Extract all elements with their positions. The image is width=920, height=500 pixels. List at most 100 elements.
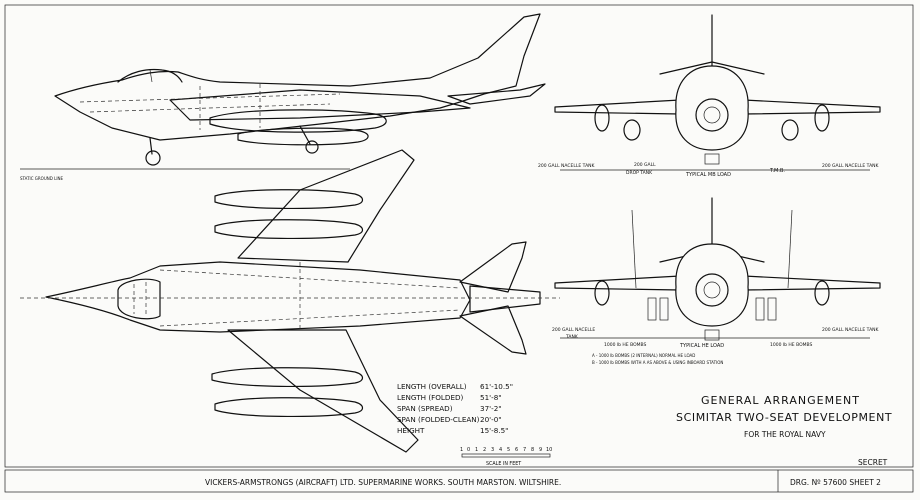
mb-nacelle-tank-right-label: 200 GALL NACELLE TANK — [822, 163, 880, 169]
mb-fuselage-nacelles — [675, 65, 749, 151]
dimension-label: SPAN (SPREAD) — [397, 404, 453, 413]
scale-tick: 10 — [546, 447, 552, 453]
mb-store — [704, 153, 720, 165]
canopy-frame — [149, 69, 153, 83]
he-store — [704, 329, 720, 341]
side-elevation-view: STATIC GROUND LINE — [20, 13, 546, 181]
side-drop-tank-1 — [209, 109, 387, 133]
side-fuselage — [54, 13, 541, 141]
plan-tail-cone — [469, 285, 541, 313]
he-bomb-left-1 — [647, 297, 657, 321]
dimension-value: 61'-10.5" — [480, 382, 513, 391]
scale-tick: 0 — [467, 447, 470, 453]
scale-bar-rule — [461, 453, 551, 458]
plan-view — [20, 149, 560, 453]
plan-upper-wing — [237, 149, 415, 263]
tmb-label: T.M.B. — [769, 168, 785, 174]
scale-tick: 8 — [531, 447, 534, 453]
dimension-value: 20'-0" — [480, 415, 502, 424]
plan-tank-2 — [214, 219, 364, 240]
dimension-value: 51'-8" — [480, 393, 502, 402]
plan-tank-1 — [214, 189, 364, 210]
mb-drop-tank-right — [781, 119, 799, 141]
sheet-border — [4, 4, 914, 468]
scale-tick: 1 — [460, 447, 463, 453]
he-bomb-right-2 — [767, 297, 777, 321]
he-nacelle-tank-right — [814, 280, 830, 306]
he-nacelle-tank-left — [594, 280, 610, 306]
scale-tick: 4 — [499, 447, 502, 453]
scale-tick: 2 — [483, 447, 486, 453]
dimension-label: HEIGHT — [397, 426, 425, 435]
he-bomb-right-1 — [755, 297, 765, 321]
dimension-value: 15'-8.5" — [480, 426, 508, 435]
plan-lower-tailplane — [459, 305, 527, 355]
dimension-label: LENGTH (OVERALL) — [397, 382, 467, 391]
he-nose-cone — [695, 273, 729, 307]
plan-cockpit — [117, 278, 161, 320]
dimension-label: SPAN (FOLDED-CLEAN) — [397, 415, 480, 424]
mb-radome — [703, 106, 721, 124]
he-fuselage-nacelles — [675, 243, 749, 327]
mb-nose-cone — [695, 98, 729, 132]
footer-strip: VICKERS-ARMSTRONGS (AIRCRAFT) LTD. SUPER… — [4, 469, 914, 493]
side-canopy — [117, 68, 183, 83]
title-block: GENERAL ARRANGEMENT SCIMITAR TWO-SEAT DE… — [676, 394, 892, 467]
footer-drawing-number: DRG. Nº 57600 SHEET 2 — [790, 478, 881, 487]
dimension-value: 37'-2" — [480, 404, 502, 413]
footer-company: VICKERS-ARMSTRONGS (AIRCRAFT) LTD. SUPER… — [205, 478, 561, 487]
plan-lower-wing — [227, 329, 419, 453]
title-line-2: SCIMITAR TWO-SEAT DEVELOPMENT — [676, 411, 892, 424]
scale-tick: 1 — [475, 447, 478, 453]
main-wheel — [305, 140, 319, 154]
plan-tank-3 — [211, 367, 364, 388]
front-view-he-load: 200 GALL NACELLE TANK 1000 lb HE BOMBS T… — [552, 197, 881, 365]
scale-caption: SCALE IN FEET — [486, 461, 521, 467]
plan-fuselage — [45, 261, 471, 333]
side-wing-fairing — [169, 89, 471, 121]
bomb-note-2: B - 1000 lb BOMBS WITH A AS ABOVE & USIN… — [592, 360, 723, 365]
plan-tank-4 — [214, 397, 364, 418]
side-internal-structure — [79, 84, 341, 130]
mb-drop-tank-label-2: DROP TANK — [626, 170, 653, 176]
mb-tailplane — [659, 61, 765, 75]
bomb-note-1: A - 1000 lb BOMBS (2 INTERNAL) NORMAL HE… — [592, 353, 695, 358]
scale-bar: 1 0 1 2 3 4 5 6 7 8 9 10 SCALE IN FEET — [460, 447, 552, 467]
mb-nacelle-tank-left — [594, 104, 610, 132]
mb-drop-tank-label: 200 GALL — [634, 162, 656, 168]
he-folded-wing-right — [787, 209, 793, 289]
he-bombs-right-label: 1000 lb HE BOMBS — [770, 342, 813, 348]
scale-tick: 7 — [523, 447, 526, 453]
scale-tick: 5 — [507, 447, 510, 453]
title-line-1: GENERAL ARRANGEMENT — [701, 394, 860, 407]
plan-internal-structure — [133, 262, 461, 330]
mb-nacelle-tank-right — [814, 104, 830, 132]
nose-wheel — [145, 150, 161, 166]
mb-drop-tank-left — [623, 119, 641, 141]
he-nacelle-tank-left-label: 200 GALL NACELLE — [552, 327, 595, 333]
ground-line-label: STATIC GROUND LINE — [20, 176, 63, 181]
dimension-label: LENGTH (FOLDED) — [397, 393, 464, 402]
plan-upper-tailplane — [459, 241, 527, 293]
typical-he-load-label: TYPICAL HE LOAD — [679, 343, 724, 349]
footer-frame — [4, 469, 914, 493]
he-radome — [703, 281, 721, 299]
scale-tick: 6 — [515, 447, 518, 453]
front-view-mb-load: 200 GALL NACELLE TANK 200 GALL DROP TANK… — [538, 14, 881, 178]
he-bomb-left-2 — [659, 297, 669, 321]
classification-label: SECRET — [858, 458, 888, 467]
main-gear-leg — [299, 125, 311, 145]
dimensions-table: LENGTH (OVERALL) 61'-10.5" LENGTH (FOLDE… — [397, 382, 513, 435]
he-nacelle-tank-left-label-2: TANK — [565, 334, 579, 340]
mb-nacelle-tank-left-label: 200 GALL NACELLE TANK — [538, 163, 596, 169]
he-folded-wing-left — [631, 209, 637, 289]
side-drop-tank-2 — [237, 127, 369, 146]
title-line-3: FOR THE ROYAL NAVY — [744, 430, 826, 439]
scale-tick: 3 — [491, 447, 494, 453]
typical-mb-load-label: TYPICAL MB LOAD — [685, 172, 731, 178]
he-nacelle-tank-right-label: 200 GALL NACELLE TANK — [822, 327, 880, 333]
scale-tick: 9 — [539, 447, 542, 453]
side-tailplane — [447, 83, 546, 105]
